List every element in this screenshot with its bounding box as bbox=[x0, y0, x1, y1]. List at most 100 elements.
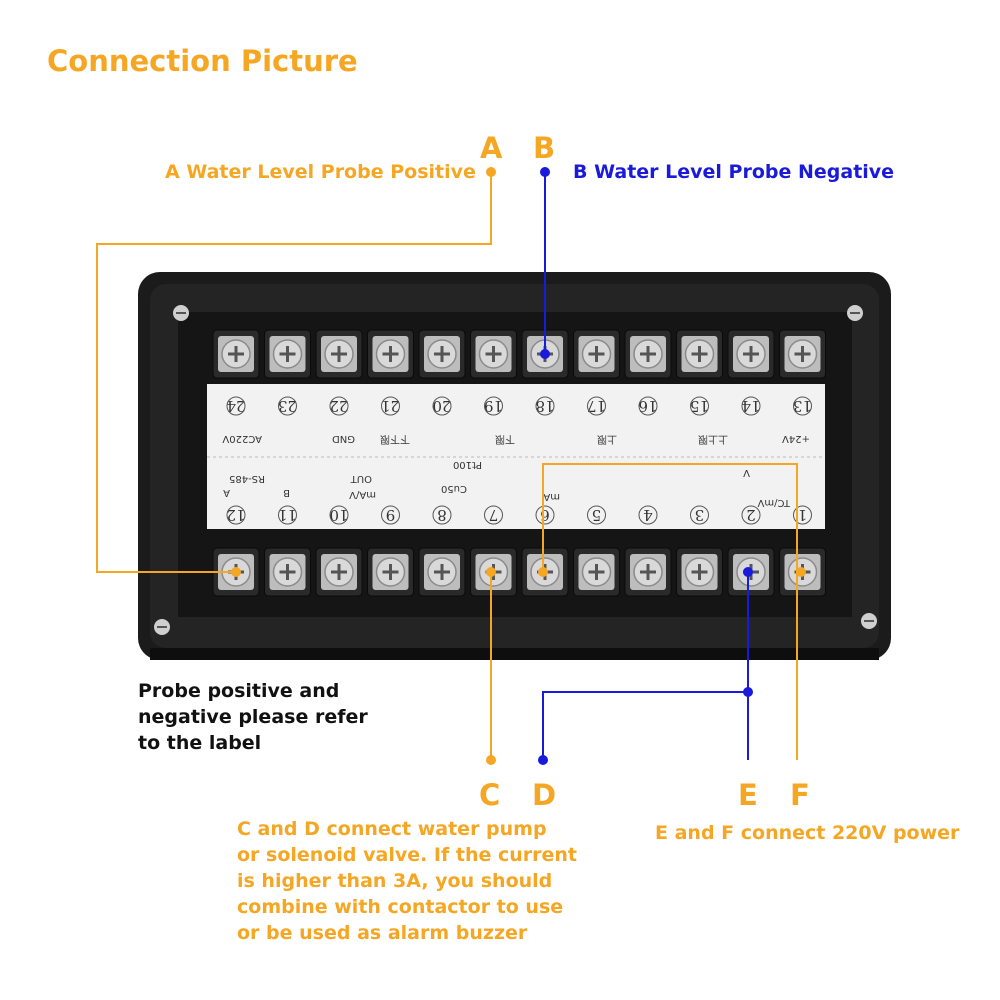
dot-e-terminal bbox=[743, 567, 753, 577]
probe-note-line: negative please refer bbox=[138, 706, 368, 728]
dot-b-label bbox=[540, 167, 550, 177]
terminal-number-10: 10 bbox=[329, 506, 348, 524]
corner-screw-tr bbox=[847, 305, 863, 321]
terminal-number-14: 14 bbox=[741, 397, 760, 415]
letter-d: D bbox=[532, 778, 557, 812]
page-title: Connection Picture bbox=[47, 44, 358, 78]
terminal-top-15 bbox=[676, 329, 723, 379]
label-upper-limit: 上限 bbox=[597, 433, 617, 445]
cd-note-line: combine with contactor to use bbox=[237, 896, 564, 918]
terminal-number-15: 15 bbox=[690, 397, 709, 415]
label-gnd: GND bbox=[332, 433, 355, 444]
terminal-number-7: 7 bbox=[489, 506, 499, 524]
dot-c-end bbox=[486, 755, 496, 765]
terminal-number-21: 21 bbox=[381, 397, 400, 415]
terminal-number-16: 16 bbox=[638, 397, 657, 415]
terminal-number-19: 19 bbox=[484, 397, 503, 415]
wire-f bbox=[542, 463, 798, 760]
terminal-number-22: 22 bbox=[329, 397, 348, 415]
top-terminal-numbers: 24 23 22 21 20 19 18 17 16 15 14 13 bbox=[226, 396, 812, 416]
cd-note-line: or be used as alarm buzzer bbox=[237, 922, 528, 944]
dot-a-terminal bbox=[231, 567, 241, 577]
cd-note-line: C and D connect water pump bbox=[237, 818, 547, 840]
label-b-probe-negative: B Water Level Probe Negative bbox=[573, 161, 895, 183]
terminal-number-20: 20 bbox=[432, 397, 451, 415]
dot-f-terminal bbox=[796, 567, 806, 577]
terminal-top-21 bbox=[367, 329, 414, 379]
bottom-label-texts: RS-485 B A OUT mA/V Pt100 Cu50 mA TC/mV … bbox=[223, 459, 791, 508]
terminal-bottom-11 bbox=[264, 547, 311, 597]
terminal-top-16 bbox=[624, 329, 672, 379]
corner-screw-br bbox=[861, 613, 877, 629]
label-cu50: Cu50 bbox=[441, 483, 467, 494]
terminal-bottom-9 bbox=[367, 547, 414, 597]
terminal-number-2: 2 bbox=[746, 506, 756, 524]
terminal-top-24 bbox=[212, 329, 260, 379]
dot-junction bbox=[743, 687, 753, 697]
label-24v: +24V bbox=[782, 433, 810, 444]
corner-screw-bl bbox=[154, 619, 170, 635]
terminal-top-23 bbox=[264, 329, 311, 379]
label-out: OUT bbox=[350, 473, 372, 484]
terminal-top-17 bbox=[573, 329, 620, 379]
device-shadow bbox=[150, 648, 879, 660]
label-tc-mv: TC/mV bbox=[757, 497, 791, 508]
probe-note-line: Probe positive and bbox=[138, 680, 340, 702]
label-b: B bbox=[283, 487, 290, 498]
terminal-number-1: 1 bbox=[798, 506, 808, 524]
label-ma: mA bbox=[543, 491, 560, 502]
terminal-top-13 bbox=[779, 329, 826, 379]
terminal-bottom-4 bbox=[624, 547, 672, 597]
cd-note-line: or solenoid valve. If the current bbox=[237, 844, 578, 866]
terminal-top-22 bbox=[315, 329, 363, 379]
terminal-bottom-8 bbox=[418, 547, 466, 597]
cd-note-line: is higher than 3A, you should bbox=[237, 870, 553, 892]
terminal-number-13: 13 bbox=[793, 397, 812, 415]
terminal-number-5: 5 bbox=[592, 506, 602, 524]
terminal-bottom-3 bbox=[676, 547, 723, 597]
label-ac220v: AC220V bbox=[222, 433, 262, 444]
wire-d bbox=[542, 691, 748, 760]
terminal-number-12: 12 bbox=[226, 506, 245, 524]
probe-note-line: to the label bbox=[138, 732, 262, 754]
label-a: A bbox=[223, 487, 230, 498]
label-rs485: RS-485 bbox=[229, 473, 265, 484]
letter-e: E bbox=[738, 778, 758, 812]
dot-d-end bbox=[538, 755, 548, 765]
wire-a bbox=[96, 172, 492, 573]
label-lower-limit: 下限 bbox=[495, 433, 515, 445]
terminal-number-8: 8 bbox=[437, 506, 447, 524]
label-a-probe-positive: A Water Level Probe Positive bbox=[165, 161, 476, 183]
letter-f: F bbox=[790, 778, 810, 812]
terminal-bottom-5 bbox=[573, 547, 620, 597]
label-pt100: Pt100 bbox=[453, 459, 482, 470]
label-ef-power: E and F connect 220V power bbox=[655, 822, 960, 844]
terminal-number-9: 9 bbox=[386, 506, 396, 524]
top-label-texts: AC220V GND 下下限 下限 上限 上上限 +24V bbox=[222, 433, 810, 445]
probe-note: Probe positive and negative please refer… bbox=[138, 678, 368, 756]
dot-d-terminal bbox=[538, 567, 548, 577]
label-upper-upper-limit: 上上限 bbox=[698, 433, 728, 445]
terminal-top-19 bbox=[470, 329, 517, 379]
letter-c: C bbox=[479, 778, 501, 812]
terminal-top-14 bbox=[727, 329, 775, 379]
label-v: V bbox=[743, 467, 750, 478]
terminal-number-23: 23 bbox=[278, 397, 297, 415]
terminal-number-17: 17 bbox=[587, 397, 606, 415]
terminal-top-20 bbox=[418, 329, 466, 379]
corner-screw-tl bbox=[173, 305, 189, 321]
terminal-number-18: 18 bbox=[535, 397, 554, 415]
dot-b-terminal bbox=[540, 349, 550, 359]
terminal-bottom-10 bbox=[315, 547, 363, 597]
label-lower-lower-limit: 下下限 bbox=[380, 433, 410, 445]
terminal-number-11: 11 bbox=[278, 506, 297, 524]
cd-note: C and D connect water pump or solenoid v… bbox=[237, 816, 577, 946]
terminal-number-24: 24 bbox=[226, 397, 245, 415]
dot-c-terminal bbox=[486, 567, 496, 577]
dot-a-label bbox=[486, 167, 496, 177]
label-ma-v: mA/V bbox=[349, 489, 376, 500]
terminal-number-3: 3 bbox=[695, 506, 705, 524]
letter-a: A bbox=[480, 131, 503, 165]
